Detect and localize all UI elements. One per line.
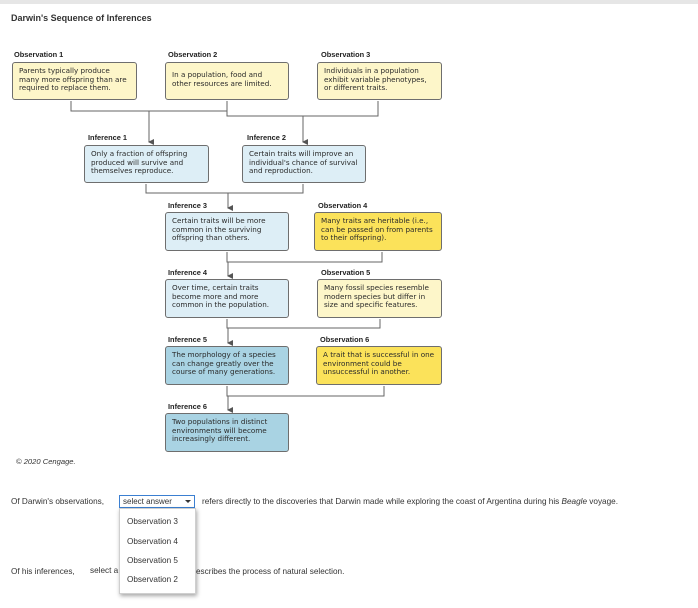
question-1-suffix: refers directly to the discoveries that … — [202, 497, 618, 506]
inference-6-box: Two populations in distinct environments… — [165, 413, 289, 452]
observation-6-label: Observation 6 — [320, 335, 370, 344]
inference-2-box: Certain traits will improve an individua… — [242, 145, 366, 183]
dropdown-option[interactable]: Observation 2 — [127, 575, 178, 584]
inference-1-label: Inference 1 — [88, 133, 128, 142]
inference-diagram: Observation 1 Parents typically produce … — [12, 50, 442, 452]
observation-4-box: Many traits are heritable (i.e., can be … — [314, 212, 442, 251]
question-2-prefix: Of his inferences, — [11, 567, 75, 576]
observation-4-label: Observation 4 — [318, 201, 368, 210]
connector-lines — [70, 101, 385, 413]
question-2-suffix: escribes the process of natural selectio… — [196, 567, 345, 576]
dropdown-option[interactable]: Observation 4 — [127, 537, 178, 546]
observation-1-box: Parents typically produce many more offs… — [12, 62, 137, 100]
observation-2-box: In a population, food and other resource… — [165, 62, 289, 100]
inference-5-box: The morphology of a species can change g… — [165, 346, 289, 385]
question-1-suffix-text: refers directly to the discoveries that … — [202, 497, 562, 506]
inference-2-label: Inference 2 — [247, 133, 287, 142]
question-1-suffix-end: voyage. — [587, 497, 618, 506]
inference-6-label: Inference 6 — [168, 402, 208, 411]
observation-2-label: Observation 2 — [168, 50, 218, 59]
copyright-note: © 2020 Cengage. — [16, 457, 76, 466]
beagle-ship-name: Beagle — [561, 497, 588, 506]
observation-5-box: Many fossil species resemble modern spec… — [317, 279, 442, 318]
inference-4-label: Inference 4 — [168, 268, 208, 277]
inference-5-label: Inference 5 — [168, 335, 208, 344]
dropdown-option[interactable]: Observation 3 — [127, 517, 178, 526]
inference-3-label: Inference 3 — [168, 201, 208, 210]
observation-3-label: Observation 3 — [321, 50, 371, 59]
dropdown-option[interactable]: Observation 5 — [127, 556, 178, 565]
chevron-down-icon — [185, 500, 191, 503]
top-divider — [0, 0, 698, 4]
question-1-dropdown-list: Observation 3 Observation 4 Observation … — [119, 508, 196, 594]
question-1-select[interactable]: select answer — [119, 495, 195, 508]
inference-3-box: Certain traits will be more common in th… — [165, 212, 289, 251]
question-1-prefix: Of Darwin's observations, — [11, 497, 105, 506]
question-1-select-value: select answer — [123, 497, 172, 506]
observation-3-box: Individuals in a population exhibit vari… — [317, 62, 442, 100]
observation-1-label: Observation 1 — [14, 50, 64, 59]
page-title: Darwin's Sequence of Inferences — [11, 13, 152, 23]
observation-5-label: Observation 5 — [321, 268, 371, 277]
question-2-select[interactable]: select a — [90, 566, 119, 575]
observation-6-box: A trait that is successful in one enviro… — [316, 346, 442, 385]
inference-4-box: Over time, certain traits become more an… — [165, 279, 289, 318]
inference-1-box: Only a fraction of offspring produced wi… — [84, 145, 209, 183]
